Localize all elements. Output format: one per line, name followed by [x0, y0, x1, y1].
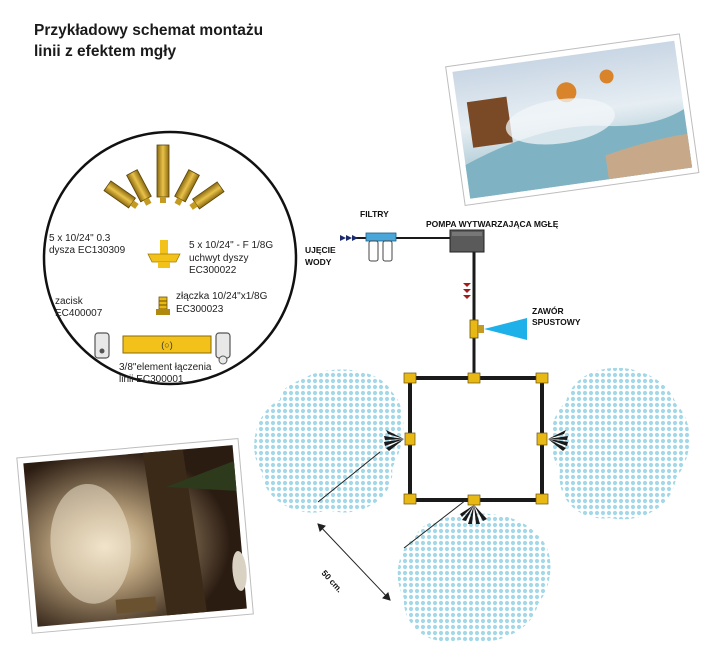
- water-intake-arrows-icon: [340, 235, 358, 241]
- nozzle-label-1: 5 x 10/24" 0.3: [49, 233, 111, 244]
- nozzle-holder-icon: [147, 240, 181, 268]
- connector-label-2: EC300023: [176, 304, 224, 315]
- holder-label-2: uchwyt dyszy: [189, 253, 249, 264]
- line-element-label-1: 3/8"element łączenia: [119, 362, 212, 373]
- title-line-1: Przykładowy schemat montażu: [34, 22, 264, 39]
- filters-label: FILTRY: [360, 209, 389, 219]
- nozzle-fan-left-icon: [384, 425, 404, 451]
- line-element-icon: (○): [122, 335, 212, 354]
- photo-garden: [16, 438, 254, 634]
- mist-area-bottom: [397, 513, 551, 643]
- mist-area-right: [550, 367, 690, 520]
- nozzle-fan-icon: [103, 144, 225, 210]
- loop-fittings: [403, 372, 549, 506]
- clamp-left-icon: [94, 332, 110, 359]
- filters-icon: [365, 232, 397, 262]
- flow-arrows-icon: [463, 283, 471, 299]
- water-intake-label-2: WODY: [305, 257, 332, 267]
- drain-valve-icon: [469, 319, 484, 339]
- valve-label-2: SPUSTOWY: [532, 317, 581, 327]
- nozzle-fan-right-icon: [548, 425, 568, 451]
- clamp-label-2: EC400007: [55, 308, 103, 319]
- parts-circle: (○): [42, 130, 298, 386]
- holder-label-1: 5 x 10/24" - F 1/8G: [189, 240, 274, 251]
- mist-area-left: [254, 369, 404, 513]
- title-line-2: linii z efektem mgły: [34, 43, 177, 60]
- connector-icon: [156, 296, 170, 315]
- diagram-title: Przykładowy schemat montażu linii z efek…: [34, 20, 263, 62]
- valve-label-1: ZAWÓR: [532, 306, 564, 316]
- svg-text:(○): (○): [161, 340, 172, 350]
- pump-icon: [449, 229, 485, 253]
- clamp-right-icon: [215, 332, 231, 365]
- nozzle-label-2: dysza EC130309: [49, 245, 126, 256]
- valve-spray-icon: [484, 318, 527, 340]
- clamp-label-1: zacisk: [55, 296, 83, 307]
- pump-label: POMPA WYTWARZAJĄCA MGŁĘ: [426, 219, 559, 229]
- photo-pool: [445, 33, 700, 207]
- holder-label-3: EC300022: [189, 265, 237, 276]
- line-element-label-2: linii EC300001: [119, 374, 184, 385]
- connector-label-1: złączka 10/24"x1/8G: [176, 291, 268, 302]
- water-intake-label-1: UJĘCIE: [305, 245, 336, 255]
- nozzle-fan-bottom-icon: [460, 505, 487, 524]
- distance-marker: [317, 451, 467, 601]
